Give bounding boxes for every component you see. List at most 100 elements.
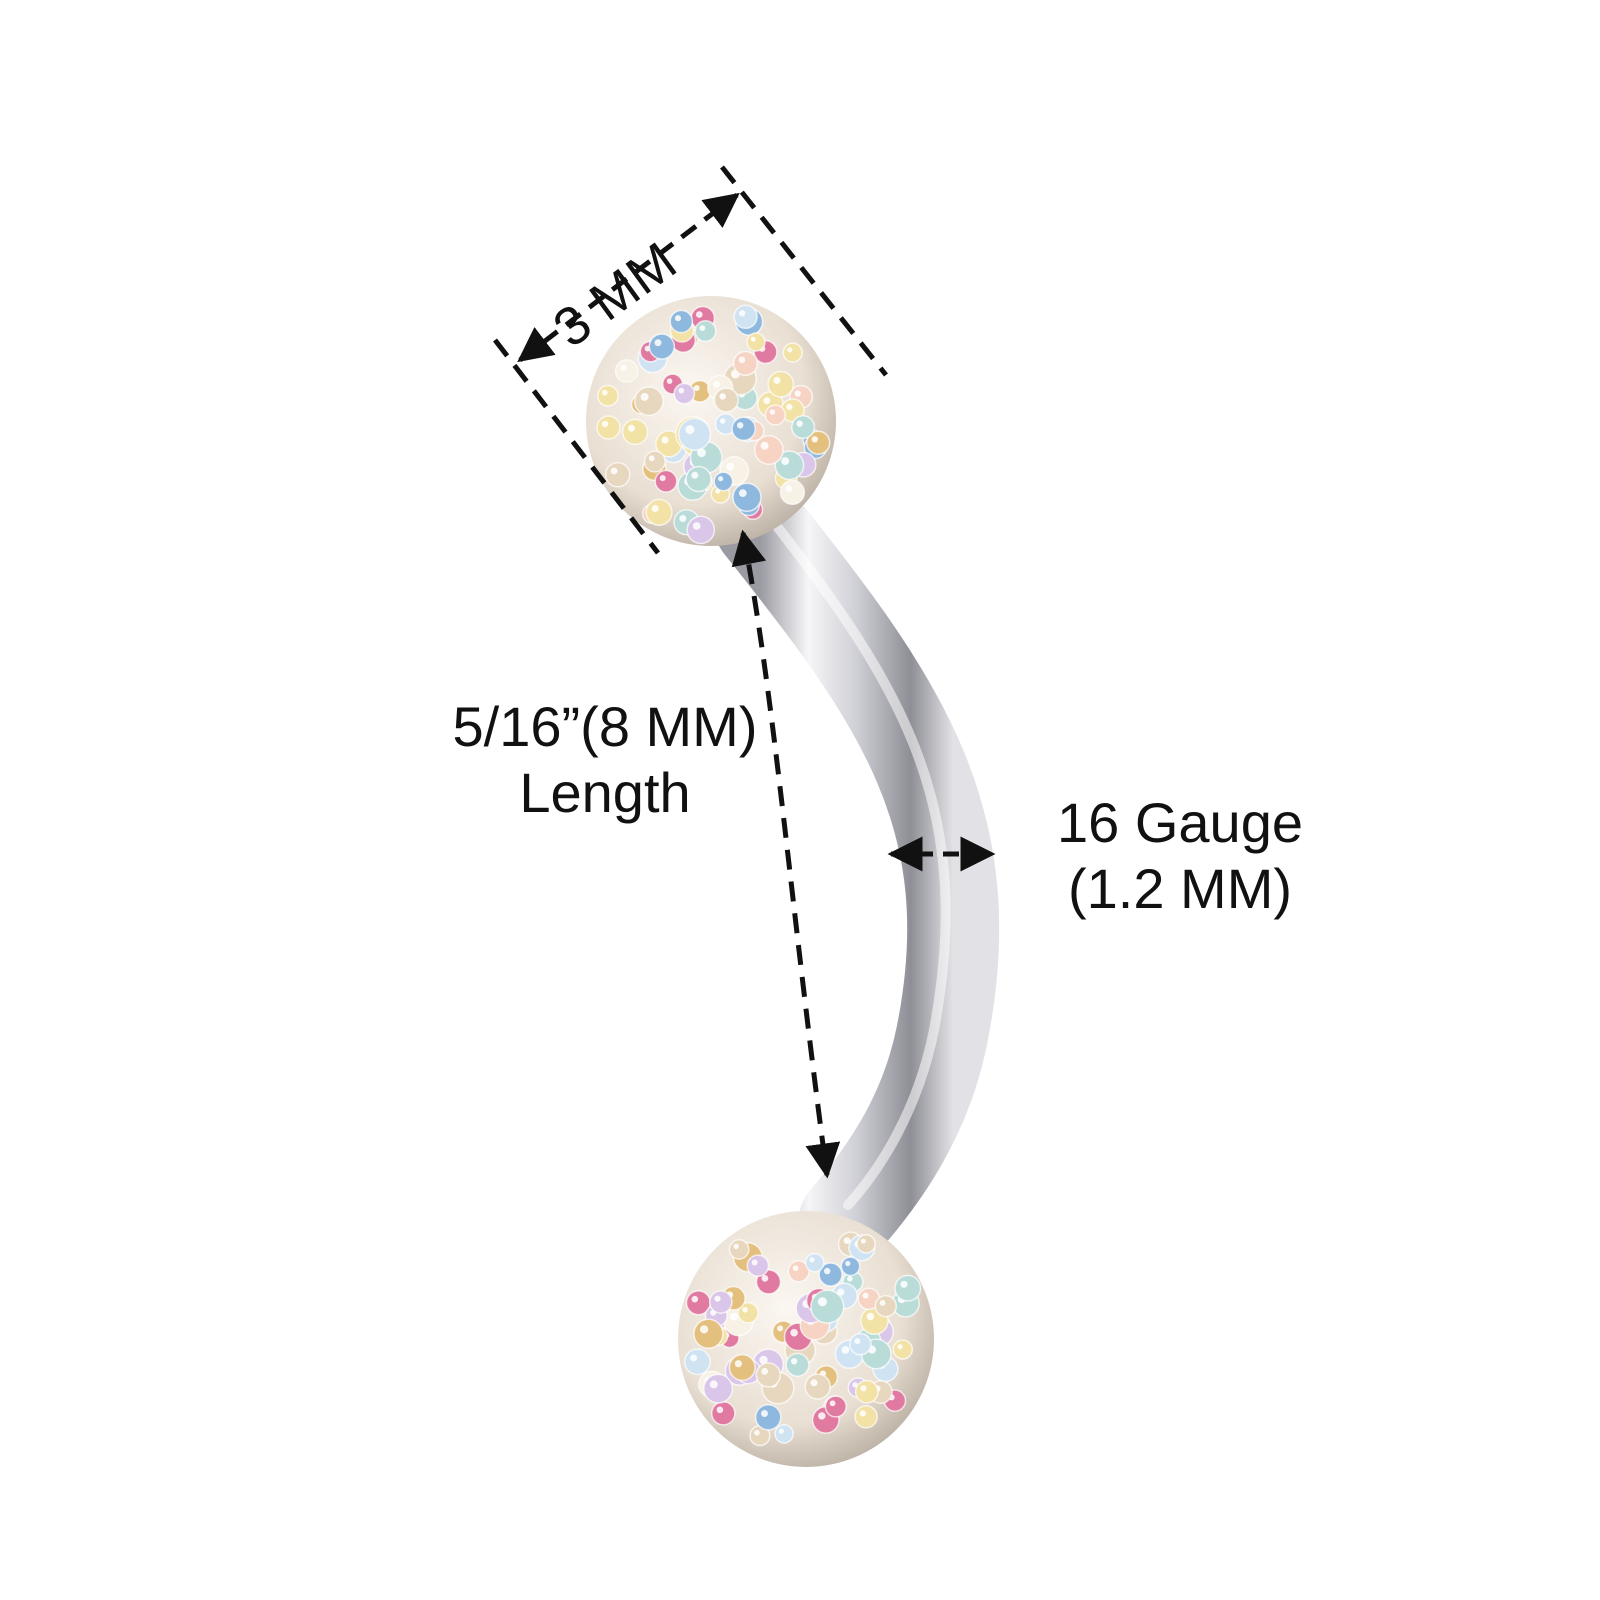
rhinestone-glint [734, 1360, 743, 1368]
rhinestone-glint [841, 1346, 850, 1354]
rhinestone-glint [761, 1367, 769, 1375]
rhinestone [874, 1294, 898, 1318]
ball-size-extension-left [493, 338, 660, 555]
rhinestone-glint [678, 387, 685, 394]
rhinestone [892, 1339, 914, 1360]
rhinestone-glint [691, 471, 699, 479]
rhinestone-glint [879, 1300, 886, 1306]
rhinestone [693, 1318, 724, 1350]
rhinestone [732, 350, 759, 377]
rhinestone-glint [739, 310, 746, 317]
rhinestone-glint [854, 1338, 861, 1345]
rhinestone-glint [818, 1412, 826, 1420]
rhinestone [733, 304, 758, 330]
rhinestone [728, 1238, 750, 1260]
rhinestone [764, 404, 786, 426]
rhinestone-glint [792, 1265, 799, 1272]
rhinestone [669, 309, 694, 334]
rhinestone-glint [700, 1325, 709, 1334]
rhinestone [787, 1260, 810, 1283]
rhinestone [685, 465, 712, 493]
rhinestone [804, 1373, 831, 1400]
rhinestone-glint [777, 1325, 784, 1332]
bottom-crystal-ball [678, 1211, 934, 1467]
rhinestone [708, 1290, 733, 1314]
rhinestone-glint [750, 336, 756, 342]
rhinestone-glint [602, 389, 608, 396]
rhinestone [732, 482, 762, 513]
length-label: 5/16”(8 MM) Length [440, 694, 770, 826]
length-caption-text: Length [519, 761, 691, 824]
rhinestone [694, 320, 717, 343]
rhinestone-glint [640, 392, 649, 401]
rhinestone [596, 415, 621, 440]
rhinestone-glint [718, 476, 724, 482]
rhinestone-glint [790, 1328, 798, 1337]
ball-size-arrow-line [517, 192, 740, 363]
rhinestone-glint [610, 467, 618, 475]
rhinestone-glint [726, 462, 735, 471]
rhinestone-glint [761, 1410, 768, 1417]
rhinestone-glint [751, 1259, 758, 1266]
rhinestone-glint [781, 457, 790, 466]
rhinestone-glint [761, 1275, 769, 1282]
rhinestone [805, 430, 831, 455]
rhinestone [604, 461, 631, 488]
rhinestone-glint [786, 403, 793, 411]
rhinestone-glint [796, 420, 803, 427]
rhinestone-glint [845, 1260, 851, 1267]
rhinestone-glint [719, 393, 726, 400]
ball-size-dimension [493, 165, 888, 555]
rhinestone-glint [716, 1406, 724, 1414]
rhinestone [710, 1400, 736, 1426]
length-value-text: 5/16”(8 MM) [452, 695, 758, 758]
rhinestone [645, 498, 673, 526]
length-arrow-line [731, 529, 841, 1179]
rhinestone-glint [696, 311, 703, 318]
gauge-mm-text: (1.2 MM) [1068, 857, 1292, 920]
rhinestone [767, 370, 795, 398]
rhinestone-glint [601, 420, 609, 428]
ball-size-extension-right [720, 165, 888, 377]
rhinestone-glint [730, 1312, 739, 1321]
rhinestone [754, 1403, 782, 1431]
rhinestone-glint [693, 385, 700, 391]
curved-bar [714, 479, 1000, 1266]
rhinestone-glint [773, 376, 781, 384]
rhinestone [785, 1352, 810, 1377]
rhinestone-glint [733, 1243, 739, 1250]
rhinestone [804, 1252, 825, 1273]
rhinestone-glint [648, 455, 655, 462]
rhinestone-glint [738, 356, 746, 364]
rhinestone-glint [709, 1380, 718, 1389]
rhinestone [746, 1254, 770, 1278]
rhinestone-glint [661, 436, 669, 444]
rhinestone [824, 1395, 847, 1418]
rhinestone [840, 1256, 861, 1277]
rhinestone-glint [654, 339, 662, 347]
rhinestone-glint [810, 1379, 818, 1387]
rhinestone [774, 1424, 794, 1444]
rhinestone-glint [692, 522, 701, 530]
rhinestone [596, 384, 619, 407]
rhinestone-glint [759, 1355, 768, 1365]
rhinestone [677, 417, 712, 451]
rhinestone [854, 1404, 878, 1429]
rhinestone [746, 332, 766, 352]
rhinestone [791, 415, 816, 440]
rhinestone-glint [679, 515, 687, 522]
rhinestone-glint [719, 418, 726, 424]
rhinestone-glint [685, 425, 695, 435]
rhinestone [648, 333, 676, 360]
rhinestone-glint [860, 1238, 866, 1244]
rhinestone [856, 1234, 876, 1254]
rhinestone-glint [769, 409, 776, 415]
rhinestone-glint [627, 424, 635, 432]
rhinestone-glint [713, 380, 720, 388]
curved-bar-highlight [767, 515, 951, 1210]
rhinestone [703, 1373, 734, 1404]
rhinestone [633, 386, 664, 417]
rhinestone [779, 479, 806, 506]
rhinestone [818, 1262, 843, 1287]
